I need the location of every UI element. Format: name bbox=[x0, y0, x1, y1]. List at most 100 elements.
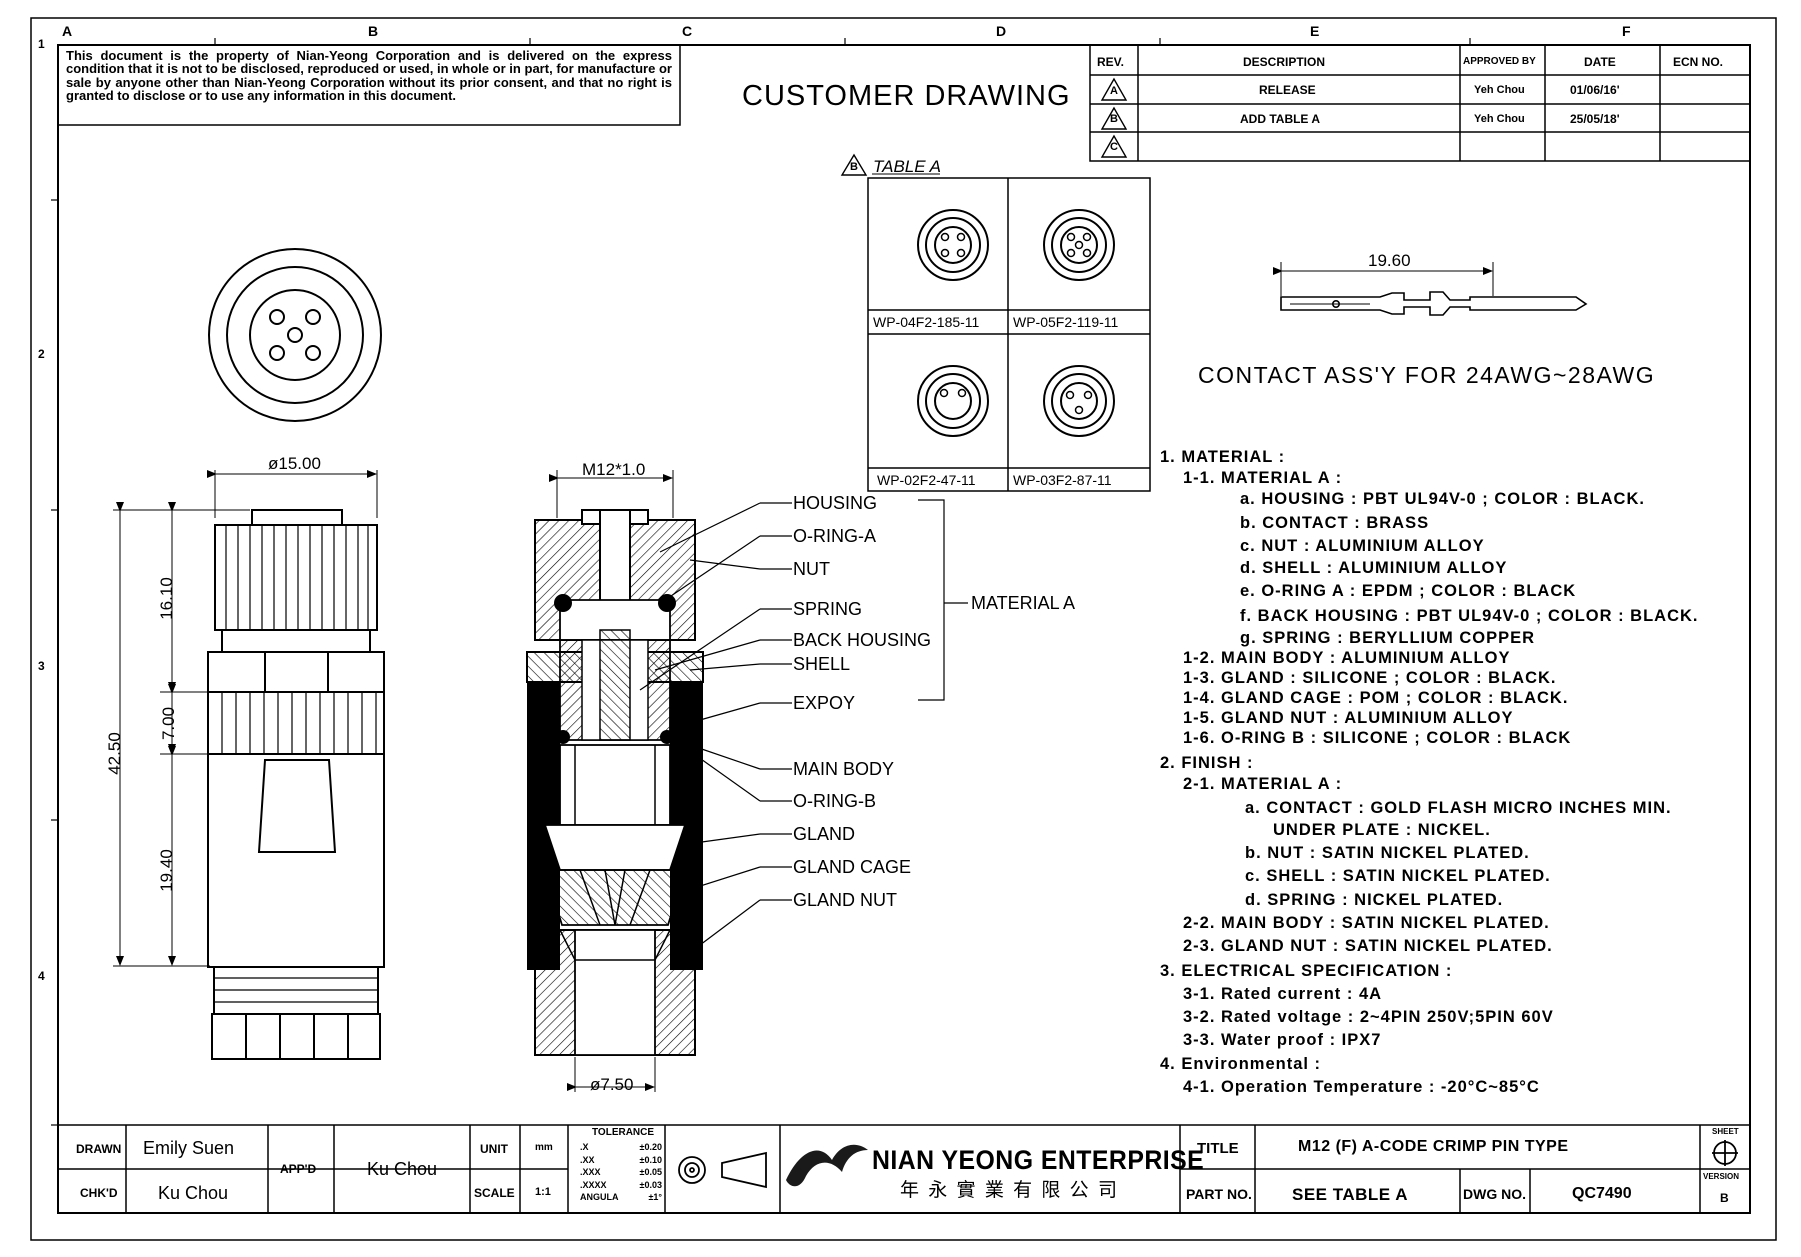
spec-line: a. HOUSING : PBT UL94V-0 ; COLOR : BLACK… bbox=[1240, 490, 1645, 508]
leader-lines bbox=[639, 499, 968, 961]
table-a-title: TABLE A bbox=[873, 157, 942, 176]
tolerance-value: ±1° bbox=[648, 1192, 662, 1202]
spec-line: e. O-RING A : EPDM ; COLOR : BLACK bbox=[1240, 582, 1577, 600]
callout-o-ring-a: O-RING-A bbox=[793, 526, 876, 546]
dwg-label: DWG NO. bbox=[1463, 1186, 1526, 1202]
contact-dimension: 19.60 bbox=[1368, 251, 1411, 270]
callout-nut: NUT bbox=[793, 559, 830, 579]
drawing-title: M12 (F) A-CODE CRIMP PIN TYPE bbox=[1298, 1138, 1569, 1155]
rev-a-mark: A bbox=[1110, 85, 1118, 97]
dim-outer-diameter: ø15.00 bbox=[268, 454, 321, 473]
dim-seg-mid: 7.00 bbox=[159, 706, 179, 741]
material-bracket-label: MATERIAL A bbox=[971, 593, 1076, 613]
revision-table-lines bbox=[1089, 44, 1751, 162]
version-label: VERSION bbox=[1703, 1172, 1740, 1181]
tolerance-key: .XX bbox=[580, 1154, 595, 1165]
dim-seg-bottom: 19.40 bbox=[156, 849, 176, 892]
rev-a-description: RELEASE bbox=[1259, 83, 1316, 97]
drawn-by: Emily Suen bbox=[143, 1138, 235, 1158]
rev-b-mark: B bbox=[1110, 113, 1118, 125]
side-view-dimensions bbox=[113, 470, 378, 967]
dim-seg-top: 16.10 bbox=[156, 577, 176, 620]
outer-border bbox=[30, 17, 1777, 1241]
grid-row-4: 4 bbox=[38, 969, 45, 983]
spec-line: 2-1. MATERIAL A : bbox=[1183, 775, 1343, 793]
callout-expoy: EXPOY bbox=[793, 693, 856, 713]
unit-label: UNIT bbox=[480, 1142, 508, 1156]
tolerance-value: ±0.05 bbox=[639, 1167, 662, 1177]
scale-value: 1:1 bbox=[535, 1186, 551, 1198]
grid-col-a: A bbox=[62, 23, 73, 39]
grid-col-f: F bbox=[1622, 23, 1631, 39]
tolerance-row: ANGULA ±1° bbox=[580, 1191, 662, 1204]
inner-border bbox=[57, 44, 1751, 1214]
dwg-number: QC7490 bbox=[1572, 1185, 1632, 1202]
callout-gland-nut: GLAND NUT bbox=[793, 890, 898, 910]
table-a-grid bbox=[867, 173, 1151, 492]
callout-housing: HOUSING bbox=[793, 493, 878, 513]
spec-line: g. SPRING : BERYLLIUM COPPER bbox=[1240, 629, 1536, 647]
front-face-view bbox=[208, 248, 382, 422]
tolerance-row: .XXXX±0.03 bbox=[580, 1179, 662, 1192]
tolerance-label: TOLERANCE bbox=[592, 1127, 655, 1138]
callout-shell: SHELL bbox=[793, 654, 851, 674]
spec-line: 3-1. Rated current : 4A bbox=[1183, 985, 1383, 1003]
tolerance-row: .X±0.20 bbox=[580, 1141, 662, 1154]
spec-line: 4. Environmental : bbox=[1160, 1055, 1322, 1073]
spec-line: 3-2. Rated voltage : 2~4PIN 250V;5PIN 60… bbox=[1183, 1008, 1554, 1026]
spec-line: 3-3. Water proof : IPX7 bbox=[1183, 1031, 1382, 1049]
rev-header-approved: APPROVED BY bbox=[1463, 56, 1536, 67]
rev-c-mark: C bbox=[1110, 141, 1118, 153]
contact-caption: CONTACT ASS'Y FOR 24AWG~28AWG bbox=[1198, 362, 1656, 388]
spec-line: 4-1. Operation Temperature : -20°C~85°C bbox=[1183, 1078, 1540, 1096]
company-logo bbox=[786, 1144, 868, 1187]
version-value: B bbox=[1720, 1191, 1729, 1205]
spec-line: 2. FINISH : bbox=[1160, 754, 1254, 772]
grid-col-b: B bbox=[368, 23, 379, 39]
spec-line: UNDER PLATE : NICKEL. bbox=[1273, 821, 1491, 839]
spec-line: 1-4. GLAND CAGE : POM ; COLOR : BLACK. bbox=[1183, 689, 1569, 707]
unit-value: mm bbox=[535, 1142, 553, 1153]
checked-label: CHK'D bbox=[80, 1186, 118, 1200]
spec-line: 2-2. MAIN BODY : SATIN NICKEL PLATED. bbox=[1183, 914, 1550, 932]
spec-line: 1-5. GLAND NUT : ALUMINIUM ALLOY bbox=[1183, 709, 1514, 727]
grid-col-d: D bbox=[996, 23, 1007, 39]
rev-header-date: DATE bbox=[1584, 55, 1616, 69]
tolerance-key: ANGULA bbox=[580, 1192, 619, 1202]
contact-drawing bbox=[1273, 262, 1588, 316]
table-a-rev-mark: B bbox=[850, 161, 858, 173]
callout-o-ring-b: O-RING-B bbox=[793, 791, 876, 811]
tolerance-key: .XXXX bbox=[580, 1179, 607, 1190]
spec-line: 2-3. GLAND NUT : SATIN NICKEL PLATED. bbox=[1183, 937, 1553, 955]
sheet-label: SHEET bbox=[1712, 1127, 1739, 1136]
spec-line: d. SPRING : NICKEL PLATED. bbox=[1245, 891, 1504, 909]
spec-line: b. NUT : SATIN NICKEL PLATED. bbox=[1245, 844, 1530, 862]
title-block-lines bbox=[58, 1124, 1750, 1213]
tolerance-row: .XX±0.10 bbox=[580, 1154, 662, 1167]
table-a-cell-1: WP-04F2-185-11 bbox=[873, 314, 980, 330]
spec-line: 1. MATERIAL : bbox=[1160, 448, 1286, 466]
section-dimensions bbox=[549, 470, 674, 1092]
dim-thread: M12*1.0 bbox=[582, 460, 646, 479]
rev-b-approved: Yeh Chou bbox=[1474, 113, 1525, 125]
rev-b-date: 25/05/18' bbox=[1570, 112, 1620, 126]
part-label: PART NO. bbox=[1186, 1186, 1252, 1202]
spec-line: 3. ELECTRICAL SPECIFICATION : bbox=[1160, 962, 1453, 980]
property-notice: This document is the property of Nian-Ye… bbox=[66, 48, 672, 103]
spec-line: 1-1. MATERIAL A : bbox=[1183, 469, 1343, 487]
spec-line: c. NUT : ALUMINIUM ALLOY bbox=[1240, 537, 1485, 555]
grid-row-3: 3 bbox=[38, 659, 45, 673]
rev-header-description: DESCRIPTION bbox=[1243, 55, 1326, 69]
tolerance-row: .XXX±0.05 bbox=[580, 1166, 662, 1179]
approved-label: APP'D bbox=[280, 1162, 317, 1176]
rev-a-date: 01/06/16' bbox=[1570, 83, 1620, 97]
callout-back-housing: BACK HOUSING bbox=[793, 630, 932, 650]
spec-line: b. CONTACT : BRASS bbox=[1240, 514, 1430, 532]
spec-line: 1-6. O-RING B : SILICONE ; COLOR : BLACK bbox=[1183, 729, 1572, 747]
callout-gland: GLAND bbox=[793, 824, 856, 844]
table-a-cell-3: WP-02F2-47-11 bbox=[877, 472, 976, 488]
section-view bbox=[526, 509, 704, 1056]
dim-overall-length: 42.50 bbox=[104, 732, 124, 775]
grid-row-1: 1 bbox=[38, 37, 45, 51]
approved-by: Ku Chou bbox=[367, 1159, 438, 1179]
